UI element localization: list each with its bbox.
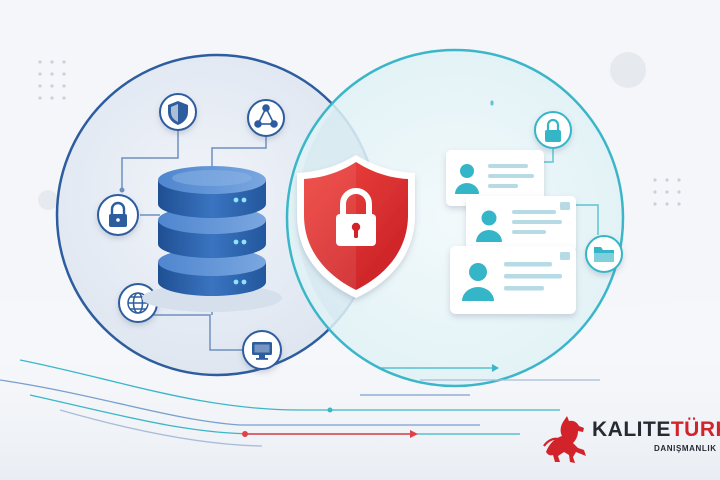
network-icon (247, 99, 285, 137)
folder-icon (585, 235, 623, 273)
brand-name-part2: TÜRK (670, 418, 720, 441)
brand-name: KALITETÜRK (592, 418, 720, 442)
dot-grid-decor (38, 60, 681, 206)
user-card-icon (446, 150, 544, 206)
brand-tagline: DANIŞMANLIK (654, 444, 717, 453)
user-card-icon (466, 196, 576, 252)
monitor-icon (242, 330, 282, 370)
lock-icon (534, 111, 572, 149)
shield-icon (159, 93, 197, 131)
lock-icon (97, 194, 139, 236)
shield-lock-icon (297, 155, 415, 298)
horse-logo-icon (543, 416, 586, 463)
brand-name-part1: KALITE (592, 418, 671, 441)
database-icon (142, 166, 282, 312)
user-card-icon (450, 246, 576, 314)
brand-logo: KALITETÜRK DANIŞMANLIK (540, 410, 720, 466)
